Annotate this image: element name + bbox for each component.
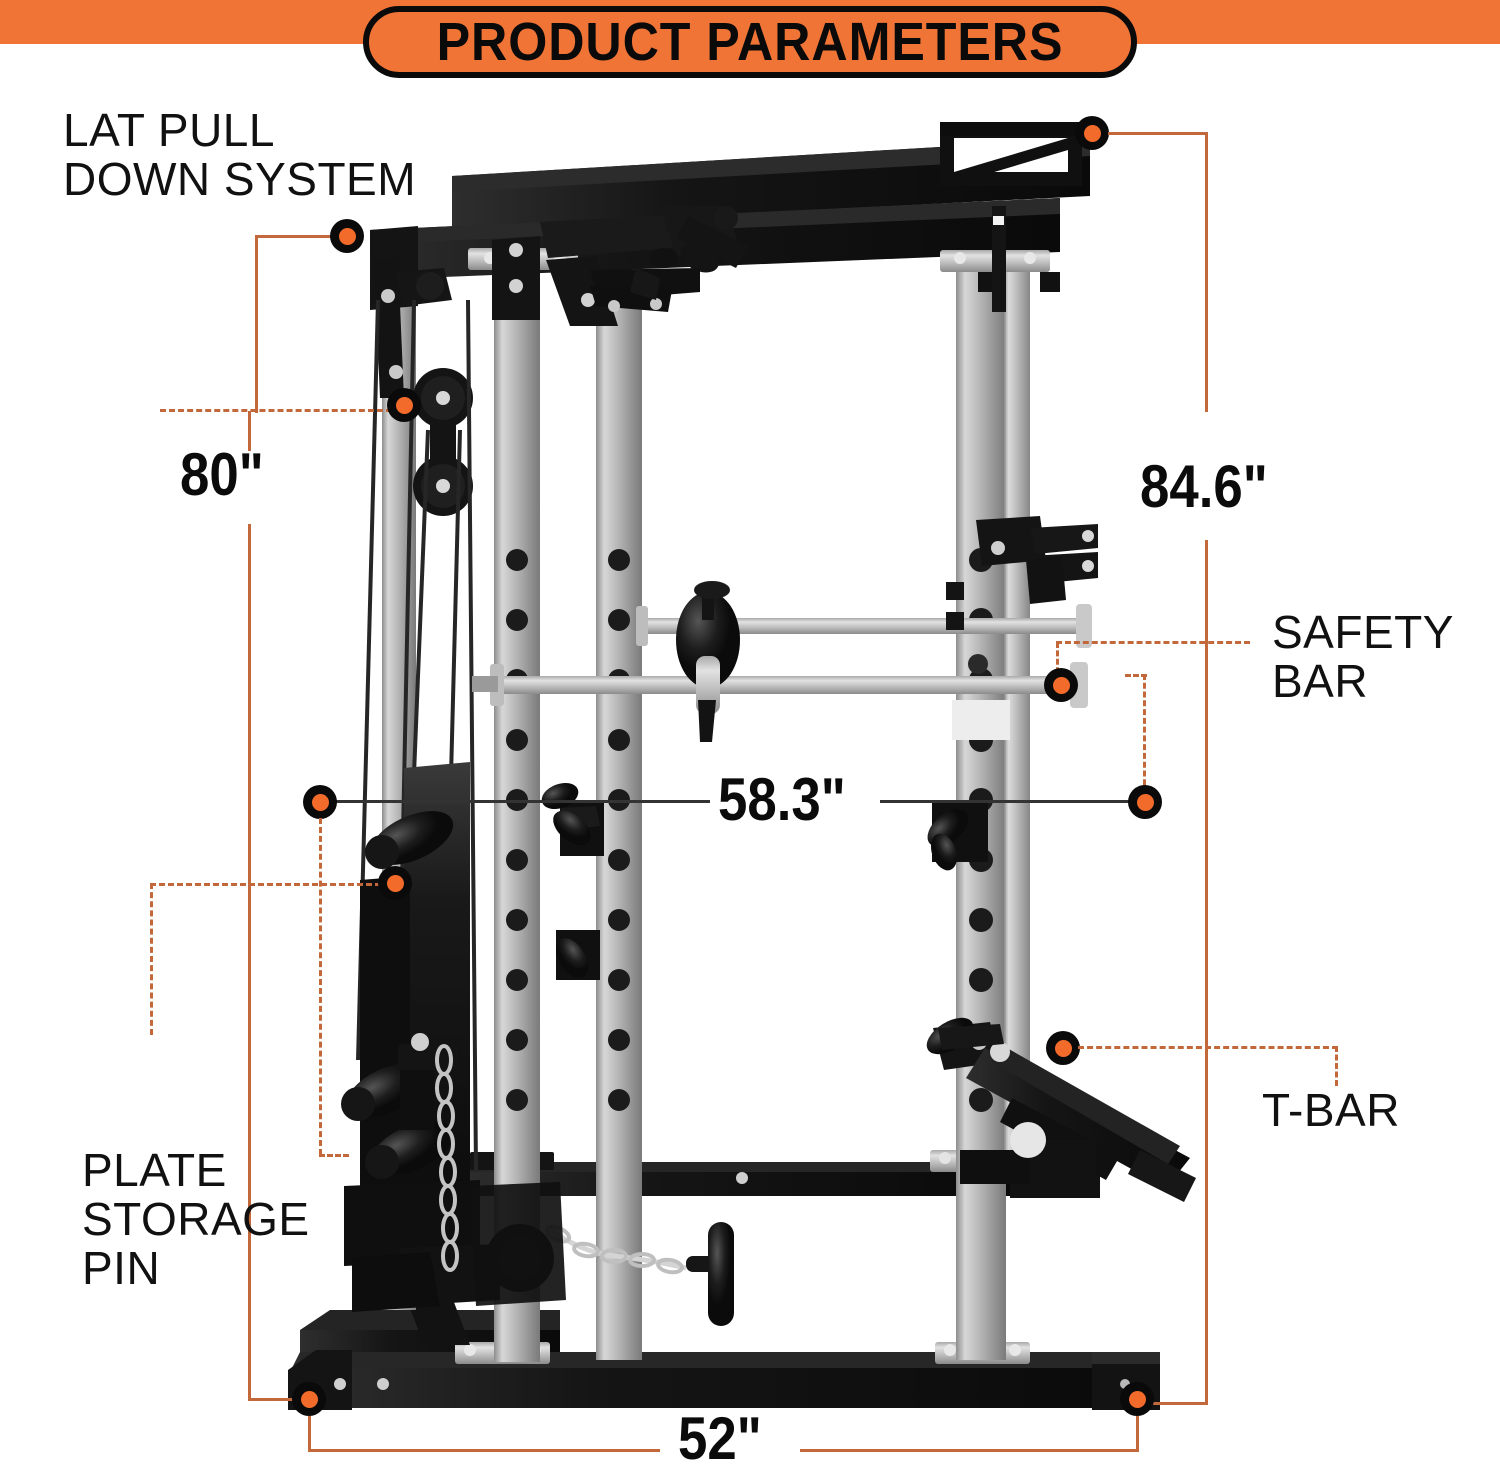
safety-bars	[490, 581, 1092, 742]
machine-body	[288, 122, 1196, 1410]
marker-dot-583-right	[1128, 785, 1162, 819]
callout-label-safety-bar: SAFETY BAR	[1272, 606, 1454, 707]
marker-dot-lat-pull-down	[330, 219, 364, 253]
leader-safety-branch-h	[1125, 674, 1147, 677]
dim-80-line-upper	[248, 411, 251, 451]
leader-plate-vertical-outer	[150, 883, 153, 1035]
leader-t-bar-vertical	[1335, 1046, 1338, 1086]
marker-dot-80-top	[387, 388, 421, 422]
dimension-value-583: 58.3"	[718, 766, 846, 833]
misc-hardware	[472, 582, 988, 692]
marker-dot-plate-storage-mid	[378, 866, 412, 900]
dim-80-line-lower	[248, 524, 251, 1400]
dim-80-bottom-tie	[248, 1398, 310, 1401]
t-bar-row-attachment	[926, 1017, 1196, 1202]
dim-52-tick-right	[1136, 1416, 1139, 1452]
marker-dot-t-bar	[1046, 1031, 1080, 1065]
barbell-attachment	[676, 581, 740, 742]
leader-t-bar-horizontal	[1078, 1046, 1338, 1049]
page-title: PRODUCT PARAMETERS	[436, 12, 1064, 72]
marker-dot-583-left	[303, 785, 337, 819]
leader-safety-vertical-left	[1056, 642, 1059, 690]
marker-dot-52-left	[292, 1382, 326, 1416]
dim-846-top-tie	[1108, 132, 1208, 135]
marker-dot-52-right	[1120, 1382, 1154, 1416]
leader-plate-vertical-inner	[319, 818, 322, 1155]
leader-plate-branch-foot	[319, 1154, 349, 1157]
dim-52-line-right	[800, 1449, 1139, 1452]
dim-583-line-left	[320, 800, 710, 803]
leader-safety-horizontal	[1056, 641, 1250, 644]
dim-846-line-upper	[1205, 132, 1208, 412]
dim-583-line-right	[880, 800, 1142, 803]
j-hooks	[541, 516, 1098, 980]
chain-with-handle	[435, 1044, 734, 1326]
marker-dot-84-top	[1075, 116, 1109, 150]
landmine-handle	[708, 1222, 734, 1326]
leader-lat-horizontal	[255, 235, 333, 238]
dim-52-tick-left	[308, 1416, 311, 1452]
callout-label-plate-storage-pin: PLATE STORAGE PIN	[82, 1144, 310, 1294]
marker-dot-safety-bar	[1044, 668, 1078, 702]
dim-52-line-left	[308, 1449, 660, 1452]
plate-storage-pins	[341, 811, 458, 1179]
dimension-value-52: 52"	[678, 1405, 762, 1464]
double-pulley-wheels	[413, 368, 473, 516]
leader-safety-branch-v	[1143, 674, 1146, 794]
page-title-pill: PRODUCT PARAMETERS	[363, 6, 1137, 78]
dim-846-bottom-tie	[1140, 1402, 1208, 1405]
callout-label-lat-pull-down-system: LAT PULL DOWN SYSTEM	[63, 104, 417, 205]
dimension-value-846: 84.6"	[1140, 453, 1268, 520]
dim-80-top-tie	[160, 409, 392, 412]
leader-plate-horizontal	[150, 883, 390, 886]
top-frame-beam	[370, 122, 1090, 326]
leader-lat-vertical	[255, 235, 258, 413]
dimension-value-80: 80"	[180, 441, 264, 508]
dim-846-line-lower	[1205, 540, 1208, 1404]
callout-label-t-bar: T-BAR	[1262, 1084, 1400, 1136]
